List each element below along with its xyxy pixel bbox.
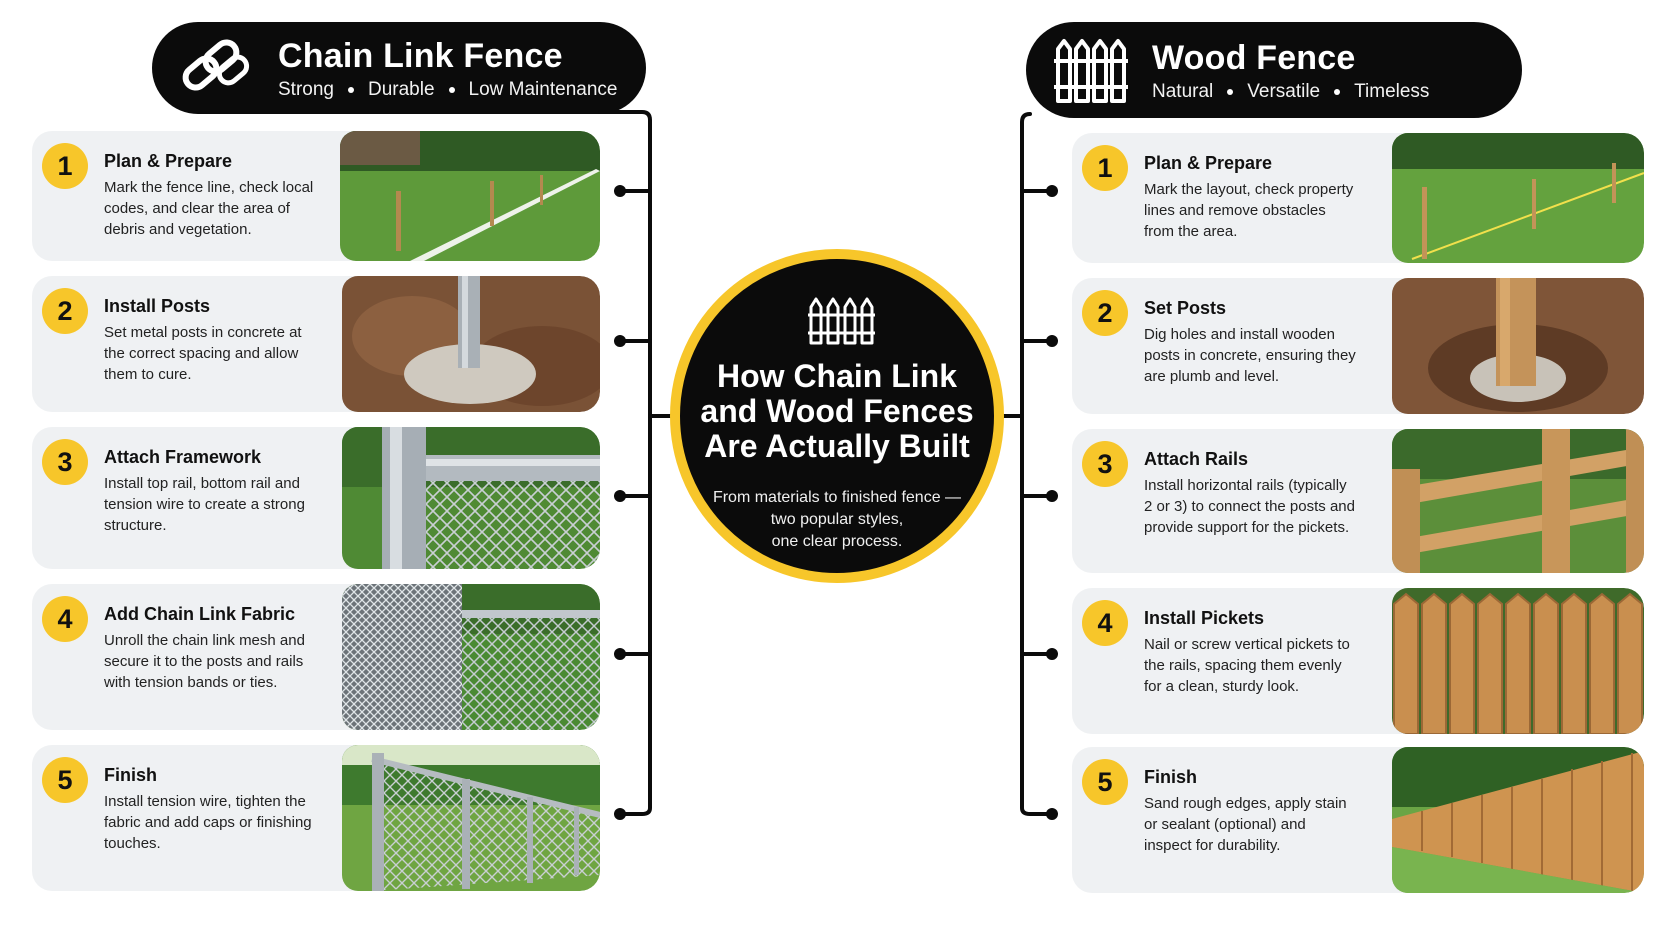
step-card-chain-1: 1 Plan & Prepare Mark the fence line, ch…	[32, 131, 600, 261]
step-card-chain-3: 3 Attach Framework Install top rail, bot…	[32, 427, 600, 569]
tag: Low Maintenance	[468, 78, 618, 100]
finished-chain-link-fence-photo	[342, 745, 600, 891]
tag: Durable	[367, 78, 435, 100]
step-title: Attach Rails	[1144, 449, 1249, 469]
chain-link-mesh-roll-photo	[342, 584, 600, 730]
step-title: Plan & Prepare	[104, 151, 233, 171]
fence-line-stakes-photo	[340, 131, 600, 261]
step-title: Plan & Prepare	[1144, 153, 1273, 173]
step-number-badge: 3	[42, 439, 88, 485]
step-title: Finish	[104, 765, 157, 785]
picket-fence-icon	[808, 297, 875, 345]
center-title-line: and Wood Fences	[700, 393, 974, 429]
step-description: Install horizontal rails (typically 2 or…	[1144, 477, 1355, 536]
step-card-chain-5: 5 Finish Install tension wire, tighten t…	[32, 745, 600, 891]
chain-link-icon	[182, 39, 250, 91]
layout-string-stakes-photo	[1392, 133, 1644, 263]
picket-fence-icon	[1054, 39, 1128, 103]
header-title: Chain Link Fence	[278, 36, 563, 75]
step-number-badge: 5	[1082, 759, 1128, 805]
step-number-badge: 2	[1082, 290, 1128, 336]
wood-fence-header: Wood Fence Natural Versatile Timeless	[1026, 22, 1522, 118]
step-title: Attach Framework	[104, 447, 262, 467]
top-rail-framework-photo	[342, 427, 600, 569]
wood-post-concrete-photo	[1392, 278, 1644, 414]
step-title: Set Posts	[1144, 298, 1227, 318]
step-card-wood-1: 1 Plan & Prepare Mark the layout, check …	[1072, 133, 1644, 263]
step-card-wood-5: 5 Finish Sand rough edges, apply stain o…	[1072, 747, 1644, 893]
step-description: Sand rough edges, apply stain or sealant…	[1144, 795, 1347, 854]
separator-dot	[1227, 88, 1234, 95]
step-title: Install Posts	[104, 296, 211, 316]
wood-pickets-photo	[1392, 588, 1644, 734]
chain-link-header: Chain Link Fence Strong Durable Low Main…	[152, 22, 646, 114]
tag: Timeless	[1354, 80, 1430, 102]
step-description: Mark the fence line, check local codes, …	[104, 179, 314, 238]
step-number-badge: 1	[42, 143, 88, 189]
center-subtitle-line: two popular styles,	[770, 511, 904, 528]
step-description: Install tension wire, tighten the fabric…	[104, 793, 312, 852]
center-title-circle: How Chain Link and Wood Fences Are Actua…	[670, 249, 1004, 583]
separator-dot	[1334, 88, 1341, 95]
step-description: Dig holes and install wooden posts in co…	[1144, 326, 1356, 385]
tag: Versatile	[1247, 80, 1321, 102]
step-title: Add Chain Link Fabric	[104, 604, 296, 624]
separator-dot	[448, 86, 455, 93]
center-title: How Chain Link and Wood Fences Are Actua…	[690, 359, 984, 464]
tag: Strong	[278, 78, 334, 100]
header-title: Wood Fence	[1152, 38, 1356, 77]
center-subtitle-line: one clear process.	[771, 533, 903, 550]
step-number-badge: 2	[42, 288, 88, 334]
step-card-wood-2: 2 Set Posts Dig holes and install wooden…	[1072, 278, 1644, 414]
step-card-chain-4: 4 Add Chain Link Fabric Unroll the chain…	[32, 584, 600, 730]
wood-rails-photo	[1392, 429, 1644, 573]
step-description: Set metal posts in concrete at the corre…	[104, 324, 302, 383]
center-title-line: Are Actually Built	[704, 428, 970, 464]
header-tags: Natural Versatile Timeless	[1152, 81, 1429, 103]
center-subtitle: From materials to finished fence — two p…	[710, 487, 964, 553]
tag: Natural	[1152, 80, 1214, 102]
step-card-wood-4: 4 Install Pickets Nail or screw vertical…	[1072, 588, 1644, 734]
step-number-badge: 5	[42, 757, 88, 803]
step-number-badge: 1	[1082, 145, 1128, 191]
step-description: Nail or screw vertical pickets to the ra…	[1144, 636, 1350, 695]
step-description: Unroll the chain link mesh and secure it…	[104, 632, 305, 691]
step-card-chain-2: 2 Install Posts Set metal posts in concr…	[32, 276, 600, 412]
step-description: Mark the layout, check property lines an…	[1144, 181, 1354, 240]
step-card-wood-3: 3 Attach Rails Install horizontal rails …	[1072, 429, 1644, 573]
finished-wood-fence-photo	[1392, 747, 1644, 893]
metal-post-concrete-photo	[342, 276, 600, 412]
step-number-badge: 4	[1082, 600, 1128, 646]
step-description: Install top rail, bottom rail and tensio…	[104, 475, 305, 534]
center-title-line: How Chain Link	[717, 358, 957, 394]
header-tags: Strong Durable Low Maintenance	[278, 79, 617, 101]
step-number-badge: 3	[1082, 441, 1128, 487]
step-title: Install Pickets	[1144, 608, 1265, 628]
center-subtitle-line: From materials to finished fence —	[712, 489, 962, 506]
step-title: Finish	[1144, 767, 1197, 787]
step-number-badge: 4	[42, 596, 88, 642]
separator-dot	[347, 86, 354, 93]
